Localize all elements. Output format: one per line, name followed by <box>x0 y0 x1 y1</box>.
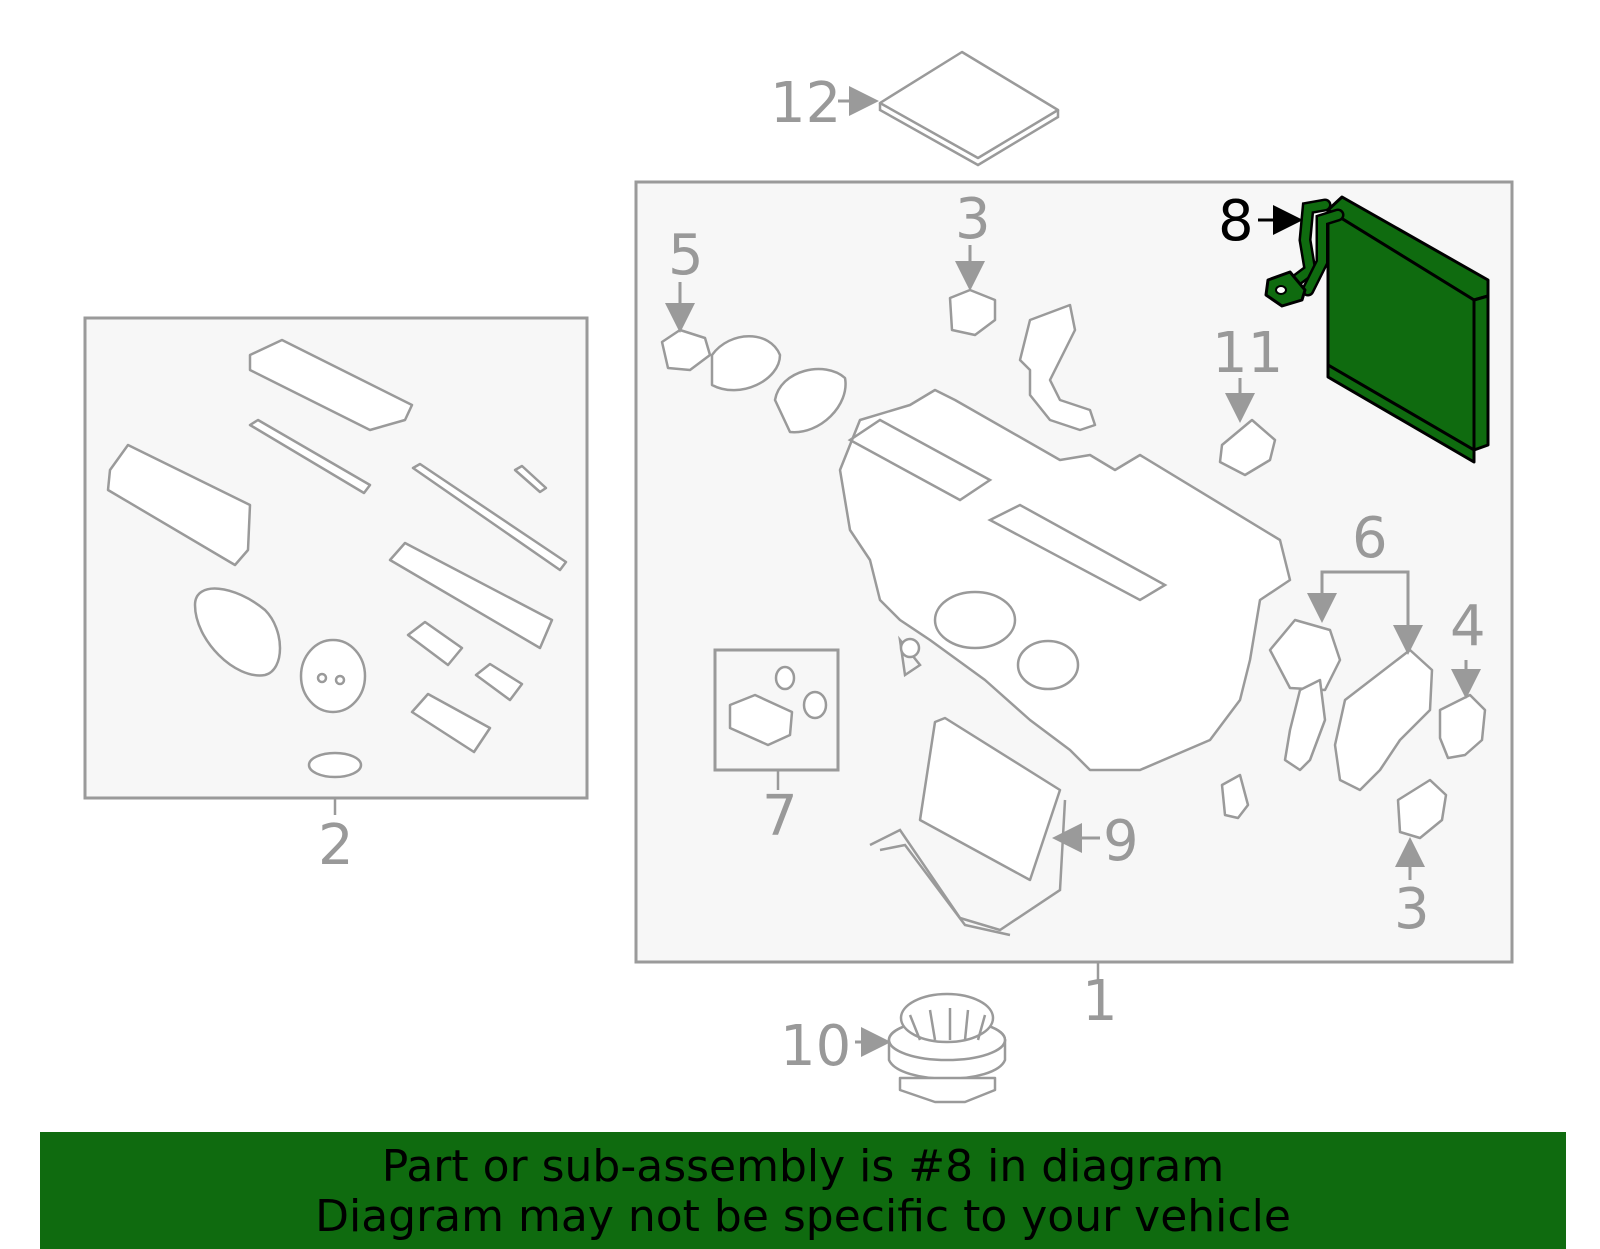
actuator-3-lower <box>1396 778 1448 840</box>
banner-line-2: Diagram may not be specific to your vehi… <box>315 1191 1291 1242</box>
case-port-2 <box>1016 639 1080 691</box>
callout-10: 10 <box>780 1014 851 1079</box>
seal-gasket-mid <box>388 541 554 650</box>
callout-12: 12 <box>770 71 841 136</box>
seal-square-3 <box>410 692 492 754</box>
callout-2: 2 <box>318 813 354 878</box>
expansion-valve-7 <box>728 693 794 747</box>
callout-8: 8 <box>1218 189 1254 254</box>
callout-3-top: 3 <box>955 187 991 252</box>
callout-4: 4 <box>1450 594 1486 659</box>
callout-5: 5 <box>668 223 704 288</box>
seal-square-2 <box>474 662 524 702</box>
seal-small-tab <box>513 464 548 494</box>
seal-gasket-left <box>106 443 252 567</box>
linkage-top <box>1018 303 1097 432</box>
seal-strip-right <box>411 462 568 572</box>
cabin-filter-12 <box>878 50 1060 160</box>
callout-7: 7 <box>762 784 798 849</box>
blower-motor-10 <box>887 992 1007 1104</box>
actuator-6a <box>1268 618 1342 692</box>
callout-3-lower: 3 <box>1394 877 1430 942</box>
hvac-housing-box <box>634 180 1514 980</box>
callout-9: 9 <box>1103 809 1139 874</box>
actuator-6b <box>1333 648 1434 792</box>
banner-line-1: Part or sub-assembly is #8 in diagram <box>381 1141 1225 1192</box>
linkage-6 <box>1283 678 1327 772</box>
evaporator-8 <box>1264 195 1490 464</box>
callout-1: 1 <box>1082 969 1118 1034</box>
callout-11: 11 <box>1212 321 1283 386</box>
actuator-lever-a <box>710 335 782 392</box>
seal-cap <box>307 751 363 779</box>
callout-6: 6 <box>1352 506 1388 571</box>
info-banner: Part or sub-assembly is #8 in diagram Di… <box>40 1132 1566 1249</box>
actuator-lever-b <box>773 367 847 434</box>
seal-square-1 <box>406 620 464 667</box>
seal-round-center <box>299 638 367 714</box>
hvac-case <box>838 388 1292 772</box>
heater-core-9 <box>918 716 1062 882</box>
seal-gasket-long <box>248 338 414 432</box>
seal-kit-box <box>83 316 589 815</box>
bracket <box>1220 773 1250 820</box>
seal-strip-thin <box>248 418 372 495</box>
seal-oval-left <box>193 587 282 677</box>
case-port-1 <box>933 590 1017 650</box>
